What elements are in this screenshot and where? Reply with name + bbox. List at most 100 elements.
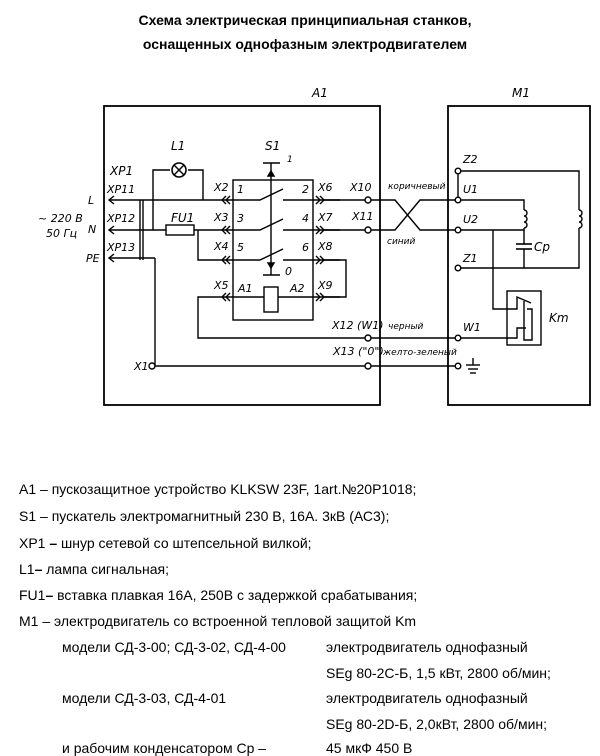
model-group-1-motor-type: электродвигатель однофазный	[326, 639, 528, 655]
legend-item-m1: M1 – электродвигатель со встроенной тепл…	[19, 613, 416, 629]
motor-terminal-label-z2: Z2	[462, 153, 478, 166]
motor-terminal-u1	[454, 196, 462, 204]
starter-contacts	[222, 188, 340, 261]
thermal-protector-label: Km	[549, 311, 569, 325]
wire-color-brown: коричневый	[388, 182, 446, 192]
motor-terminal-u2	[454, 226, 462, 234]
wire-color-black: черный	[388, 322, 424, 332]
contact-label-4: 4	[302, 212, 309, 225]
legend-item-a1: A1 – пускозащитное устройство KLKSW 23F,…	[19, 481, 416, 497]
legend-key: A1	[19, 481, 37, 497]
terminal-label-x11: X11	[351, 210, 374, 223]
terminal-label-x13: X13 ("0")	[332, 345, 384, 358]
capacitor-note-label: и рабочим конденсатором Ср –	[62, 740, 267, 756]
wire-lamp	[152, 169, 170, 230]
main-winding-icon	[523, 209, 528, 229]
wire-brown	[371, 199, 455, 231]
block-m1-label: M1	[512, 86, 530, 100]
legend-sep: –	[45, 587, 58, 603]
coil-label-a2: A2	[289, 282, 305, 295]
block-a1-frame	[103, 105, 381, 406]
contact-label-1: 1	[237, 183, 244, 196]
diagram-title-line-1: Схема электрическая принципиальная станк…	[138, 12, 472, 28]
model-group-2-label: модели СД-3-03, СД-4-01	[62, 690, 227, 706]
connector-label-x7: X7	[317, 211, 333, 224]
wire-main-winding	[461, 199, 525, 210]
motor-terminal-z2	[454, 167, 462, 175]
model-group-2-motor-type: электродвигатель однофазный	[326, 690, 528, 706]
legend-text: шнур сетевой со штепсельной вилкой;	[61, 535, 312, 551]
phase-label-l: L	[88, 194, 94, 207]
wire-aux-winding	[461, 228, 580, 269]
contact-label-3: 3	[237, 212, 244, 225]
legend-sep: –	[36, 481, 52, 497]
terminal-x10	[364, 196, 372, 204]
terminal-x11	[364, 226, 372, 234]
motor-terminal-label-u1: U1	[463, 183, 478, 196]
legend-text: пускозащитное устройство KLKSW 23F, 1art…	[51, 481, 417, 497]
legend-sep: –	[36, 508, 52, 524]
wire-x4	[197, 230, 222, 261]
legend-key: S1	[19, 508, 37, 524]
legend-text: электродвигатель со встроенной тепловой …	[54, 613, 417, 629]
wire-blue	[371, 199, 455, 231]
connector-label-x9: X9	[317, 279, 333, 292]
terminal-label-x10: X10	[349, 181, 372, 194]
legend-text: пускатель электромагнитный 230 В, 16А. 3…	[51, 508, 390, 524]
legend-item-fu1: FU1– вставка плавкая 16А, 250В с задержк…	[19, 587, 417, 603]
connector-label-x2: X2	[213, 181, 229, 194]
coil-label-a1: A1	[237, 282, 253, 295]
connector-label-x5: X5	[213, 279, 229, 292]
plug-pin-label-1: XP11	[106, 183, 135, 196]
lamp-icon	[171, 162, 187, 178]
legend-text: вставка плавкая 16А, 250В с задержкой ср…	[57, 587, 418, 603]
contact-label-5: 5	[237, 241, 244, 254]
supply-voltage-label: ~ 220 В	[38, 212, 83, 225]
connector-label-x8: X8	[317, 240, 333, 253]
legend-item-xp1: XP1 – шнур сетевой со штепсельной вилкой…	[19, 535, 312, 551]
aux-winding-icon	[578, 209, 583, 229]
model-group-1-label: модели СД-3-00; СД-3-02, СД-4-00	[62, 639, 286, 655]
starter-frame	[232, 179, 314, 321]
connector-label-x4: X4	[213, 240, 229, 253]
starter-pos-off: 0	[285, 265, 292, 278]
motor-terminal-label-z1: Z1	[462, 252, 478, 265]
legend-key: XP1	[19, 535, 46, 551]
terminal-x13	[364, 362, 372, 370]
wire-color-blue: синий	[387, 237, 416, 247]
plug-label: XP1	[109, 164, 133, 178]
motor-terminal-z1	[454, 264, 462, 272]
motor-terminal-label-u2: U2	[463, 213, 478, 226]
wire-lamp	[188, 169, 204, 200]
diagram-title-line-2: оснащенных однофазным электродвигателем	[142, 36, 468, 52]
lamp-label: L1	[171, 139, 185, 153]
motor-terminal-pe	[454, 362, 462, 370]
wire-color-yellow-green: желто-зеленый	[382, 348, 457, 358]
legend-key: L1	[19, 561, 35, 577]
block-m1-frame	[447, 105, 591, 406]
legend-key: FU1	[19, 587, 46, 603]
jumper-x8-x9	[324, 259, 347, 298]
capacitor-note-value: 45 мкФ 450 В	[326, 740, 413, 756]
terminal-x12	[364, 334, 372, 342]
fuse-label: FU1	[171, 211, 194, 225]
legend-sep: –	[45, 535, 62, 551]
wire-aux-winding	[461, 170, 580, 210]
legend-item-l1: L1– лампа сигнальная;	[19, 561, 169, 577]
legend-sep: –	[38, 613, 55, 629]
starter-label: S1	[265, 139, 280, 153]
ground-icon	[466, 358, 480, 374]
phase-label-n: N	[88, 223, 96, 236]
contact-label-2: 2	[302, 183, 309, 196]
legend-sep: –	[34, 561, 47, 577]
motor-terminal-w1	[454, 334, 462, 342]
capacitor-label: Cp	[534, 240, 550, 254]
coil-icon	[263, 286, 279, 313]
starter-pos-on: 1	[287, 155, 293, 165]
fuse-icon	[165, 224, 195, 236]
arrow-up-icon	[266, 169, 276, 177]
motor-terminal-label-w1: W1	[463, 321, 481, 334]
connector-label-x3: X3	[213, 211, 229, 224]
legend-item-s1: S1 – пускатель электромагнитный 230 В, 1…	[19, 508, 389, 524]
thermal-switch-icon	[507, 295, 533, 341]
